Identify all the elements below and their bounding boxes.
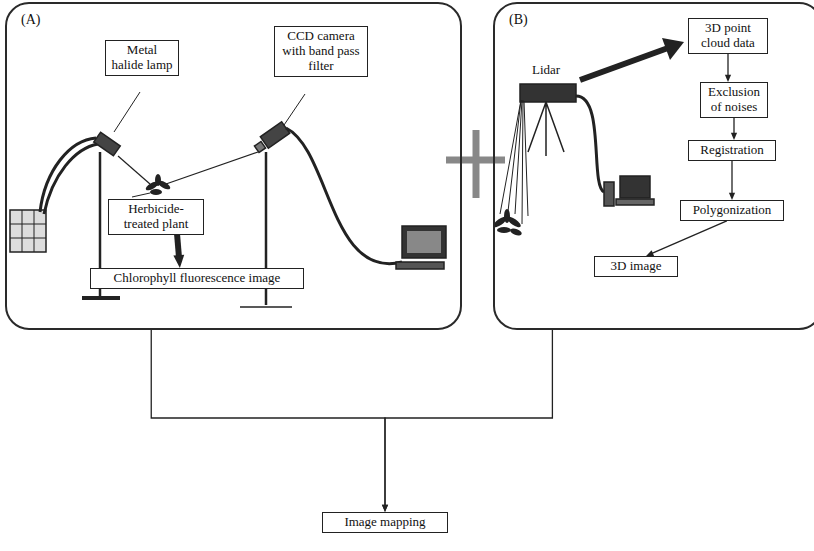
- process-box: Registration: [688, 140, 776, 161]
- box-text: Registration: [693, 143, 771, 158]
- callout-box: Metal halide lamp: [105, 40, 179, 76]
- arrow-head: [173, 255, 184, 268]
- process-box: Polygonization: [680, 200, 784, 221]
- process-box: Exclusion of noises: [700, 82, 768, 118]
- box-text: Polygonization: [685, 203, 779, 218]
- connector: [151, 330, 385, 506]
- callout-pointer: [132, 193, 150, 197]
- arrow-head: [731, 133, 737, 140]
- panel-heading: (A): [21, 12, 40, 28]
- box-text: Image mapping: [327, 515, 443, 530]
- pc-tower: [604, 182, 614, 206]
- plus-sign: [446, 130, 505, 198]
- lidar-setup: [500, 38, 684, 224]
- tripod: [528, 102, 564, 156]
- light-source: [10, 210, 46, 252]
- panel: (A) Metal halide lamp CCD camera with band…: [5, 2, 462, 330]
- plant: [144, 174, 171, 195]
- data-arrow: [580, 48, 668, 80]
- connector: [733, 118, 734, 134]
- block-arrow: [177, 235, 179, 257]
- connector: [385, 330, 552, 506]
- callout-pointer: [114, 92, 140, 132]
- panel: (B) 3D point cloud dataExclusion of noise…: [493, 2, 814, 330]
- lidar-scanner: [520, 84, 576, 102]
- process-box: 3D point cloud data: [688, 18, 768, 54]
- box-text: 3D image: [599, 259, 673, 274]
- lamp-setup: [10, 92, 305, 298]
- connector: [652, 221, 727, 254]
- box-text: 3D point cloud data: [693, 21, 763, 51]
- box-text: CCD camera with band pass filter: [279, 29, 363, 74]
- lamp-head: [94, 132, 121, 156]
- callout-box: CCD camera with band pass filter: [274, 26, 368, 77]
- device-label: Lidar: [530, 62, 562, 78]
- callout-pointer: [282, 94, 305, 128]
- laptop: [620, 176, 650, 198]
- result-box: Chlorophyll fluorescence image: [90, 268, 304, 289]
- process-box: Image mapping: [322, 512, 448, 533]
- lidar-cable: [576, 96, 604, 192]
- box-text: Chlorophyll fluorescence image: [95, 271, 299, 286]
- result-box: 3D image: [594, 256, 678, 277]
- arrow-head: [382, 505, 388, 512]
- ccd-camera: [260, 122, 289, 148]
- box-text: Metal halide lamp: [110, 43, 174, 73]
- computer-monitor: [402, 226, 446, 258]
- arrow-head: [729, 193, 735, 200]
- laser-rays: [500, 100, 528, 224]
- connector: [731, 161, 732, 194]
- fluorescence-ray: [166, 152, 258, 184]
- light-ray: [118, 156, 150, 184]
- arrow-head: [725, 75, 731, 82]
- camera-cable: [286, 128, 402, 264]
- box-text: Herbicide-treated plant: [113, 202, 199, 232]
- connector: [727, 54, 728, 76]
- arrow-head: [382, 505, 388, 512]
- box-text: Exclusion of noises: [705, 85, 763, 115]
- callout-box: Herbicide-treated plant: [108, 199, 204, 235]
- panel-heading: (B): [509, 12, 528, 28]
- plant: [492, 209, 523, 237]
